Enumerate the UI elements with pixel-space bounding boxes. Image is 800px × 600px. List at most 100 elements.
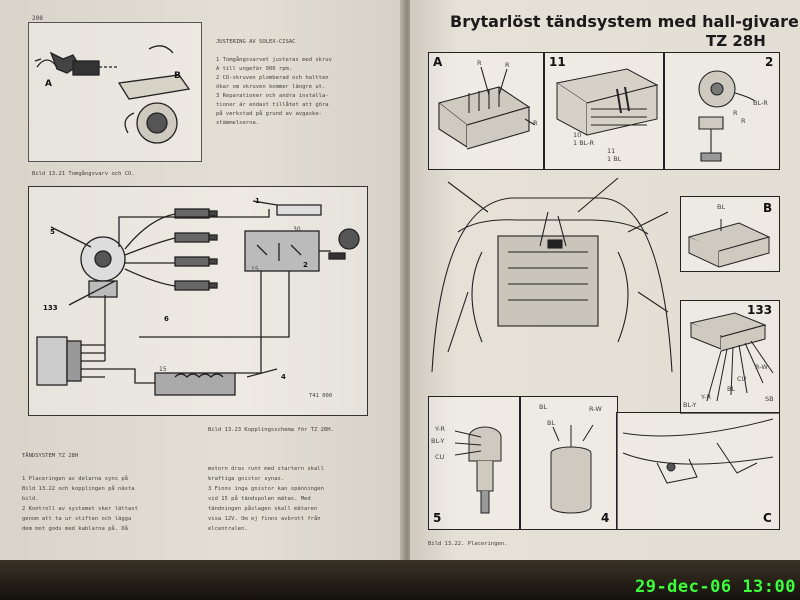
panel-tag: 2 [765,55,774,69]
wiring-caption: Bild 13.23 Kopplingsschema för TZ 28H. [208,427,334,433]
engine-bay-drawing [428,172,676,386]
panel-tag: C [763,511,772,525]
terminal-15: 15 [251,266,259,273]
body-line: elcentralen. [208,526,248,532]
body-line: tändningen påslagen skall mätaren [208,506,318,512]
body-line: 1 Placeringen av delarna syns på [22,476,128,482]
justering-line: tioner är endast tillåtet att göra [216,102,329,108]
fig-label-a: A [45,79,52,89]
label-1: 1 [255,197,260,205]
mount-drawing [622,418,774,484]
label-133: 133 [43,304,58,312]
body-column-2: motorn dras runt med startern skall kraf… [208,464,324,534]
body-line: visa 12V. Om ej finns avbrott från [208,516,321,522]
justering-line: ökar om skruven kommer längre ut. [216,84,326,90]
body-line: 2 Kontroll av systemet sker lättast [22,506,138,512]
wire-label: SB [765,395,774,403]
label-4: 4 [281,373,286,381]
wire-label: R-W [755,363,768,371]
connector-drawing [437,66,536,150]
wire-label: CU [435,453,445,461]
wire-label: BL-Y [683,401,697,409]
panel-b: B BL [680,196,780,272]
body-line: Bild 13.22 och kopplingen på nästa [22,486,135,492]
engine-bay-illustration [431,177,673,373]
label-6: 6 [164,315,169,323]
wire-label: BL [547,419,556,427]
wire-label: Y-R [435,425,446,433]
panel-11: 11 10 1 BL-R 11 1 BL [544,52,664,170]
label-2: 2 [303,261,308,269]
panel-tag: 133 [747,303,773,317]
body-column-1: 1 Placeringen av delarna syns på Bild 13… [22,474,138,534]
justering-line: 3 Reparationer och andra installa- [216,93,329,99]
wire-label: Y-R [701,393,712,401]
camera-timestamp: 29-dec-06 13:00 [634,577,796,597]
wire-label: 11 [607,147,616,155]
body-line: genom att ta ur stiften och lägga [22,516,132,522]
wire-label: BL-R [753,99,768,107]
panel-tag: 5 [433,511,442,525]
justering-line: 2 CO-skruven plomberad och haltten [216,75,329,81]
wire-label: R [533,119,538,127]
body-line: dem mot gods med kablarna på. Då [22,526,128,532]
spark-plug-icon [174,208,218,291]
wire-label: BL [727,385,736,393]
fusebox-drawing [555,68,659,136]
label-5: 5 [50,228,55,236]
right-page: Brytarlöst tändsystem med hall-givare TZ… [410,0,800,574]
wire-label: 10 [573,131,582,139]
panel-c: C [616,412,780,530]
module-drawing [689,312,774,402]
left-page: 208 A B JUSTERING AV SOLEX-CISAC 1 Tomgå… [0,0,404,574]
justering-line: stämmelserna. [216,120,260,126]
panel-tag: 11 [549,55,566,69]
page-subtitle: TZ 28H [706,32,766,50]
terminal-15-coil: 15 [159,366,167,373]
panel-4: BL R-W BL 4 [520,396,618,530]
placement-caption: Bild 13.22. Placeringen. [428,541,508,547]
body-line: kraftiga gnistor synas. [208,476,285,482]
wire-label: 1 BL-R [573,139,595,147]
distributor-drawing [454,426,502,514]
body-line: motorn dras runt med startern skall [208,466,324,472]
panel-2: 2 BL-R R R [664,52,780,170]
body-line: vid 15 på tändspolen mätas. Med [208,496,311,502]
page-title: Brytarlöst tändsystem med hall-givare [450,12,799,31]
wire-label: R [477,59,482,67]
relay-drawing [698,70,756,162]
panel-5: Y-R BL-Y CU 5 [428,396,520,530]
fig-label-b: B [174,71,181,81]
idle-figure: A B [28,22,202,162]
coil-drawing [550,424,594,514]
wire-label: 1 BL [607,155,622,163]
body-line: 3 Finns inga gnistor kan spänningen [208,486,324,492]
table-surface [0,560,800,600]
panel-tag: B [763,201,773,215]
justering-title: JUSTERING AV SOLEX-CISAC [216,39,296,45]
panel-a: A R R R [428,52,544,170]
wire-label: CU [737,375,747,383]
body-line: bild. [22,496,39,502]
justering-steps: 1 Tomgångsvarvet justeras med skruv A ti… [216,56,332,128]
panel-133: 133 R-W CU BL Y-R BL-Y SB [680,300,780,414]
panel-tag: 4 [601,511,610,525]
wire-label: R [505,61,510,69]
wiring-diagram: 5 1 2 6 133 4 30 15 15 T41 000 [28,186,368,416]
idle-adjustment-drawing [34,45,191,144]
diagram-code: T41 000 [309,393,333,399]
wire-label: BL-Y [431,437,445,445]
justering-line: 1 Tomgångsvarvet justeras med skruv [216,57,332,63]
wire-label: R [741,117,746,125]
fig-top-caption: Bild 13.21 Tomgångsvarv och CO. [32,171,135,177]
wire-label: R [733,109,738,117]
wire-label: BL [717,203,726,211]
section-title: TÄNDSYSTEM TZ 28H [22,453,79,459]
page-number: 208 [32,15,43,22]
panel-tag: A [433,55,443,69]
justering-line: på verkstad på grund av avgaske- [216,111,322,117]
wire-label: BL [539,403,548,411]
wire-label: R-W [589,405,602,413]
wiring-drawing [36,200,360,396]
terminal-30: 30 [293,226,301,233]
